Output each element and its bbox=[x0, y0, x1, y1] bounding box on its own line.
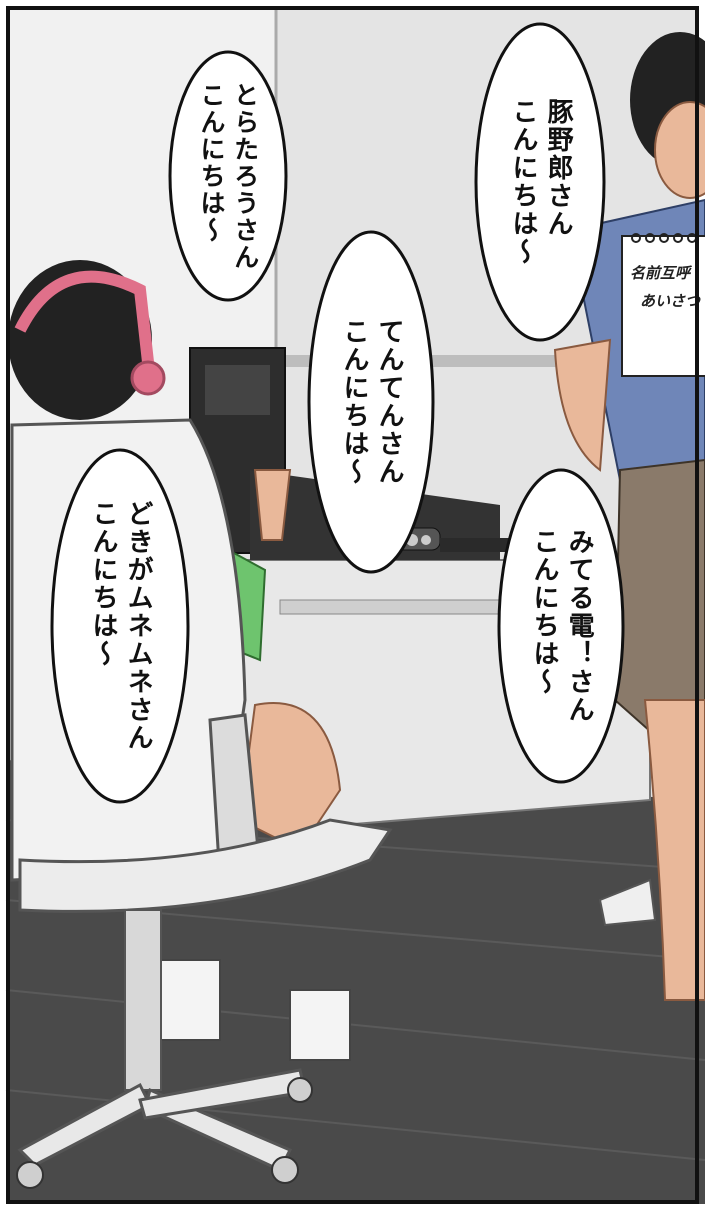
sign-line-1: 名前互呼 bbox=[630, 264, 691, 282]
bubble-text-dokiga: どきがムネムネさん こんにちは～ bbox=[88, 500, 154, 752]
sign-line-2: あいさつ bbox=[640, 292, 701, 310]
bubble-shape-butayarou bbox=[474, 22, 606, 342]
bubble-shape-miteruden bbox=[497, 468, 625, 784]
girl-hand bbox=[253, 469, 292, 541]
speech-bubble-tenten: てんてんさん こんにちは～ bbox=[309, 232, 433, 572]
chair-base bbox=[17, 1068, 307, 1172]
man-leg bbox=[643, 699, 705, 1001]
bubble-shape-tenten bbox=[307, 230, 435, 574]
sign-board bbox=[621, 235, 705, 377]
speech-bubble-toratarou: とらたろうさん こんにちは～ bbox=[170, 52, 286, 300]
sock-right bbox=[289, 989, 351, 1061]
speech-bubble-butayarou: 豚野郎さん こんにちは～ bbox=[476, 24, 604, 340]
bubble-text-tenten: てんてんさん こんにちは～ bbox=[339, 318, 405, 486]
bubble-text-toratarou: とらたろうさん こんにちは～ bbox=[197, 81, 260, 271]
bubble-shape-dokiga bbox=[50, 448, 190, 804]
bubble-text-miteruden: みてる電！さん こんにちは～ bbox=[529, 528, 595, 724]
speech-bubble-dokiga: どきがムネムネさん こんにちは～ bbox=[52, 450, 188, 802]
bubble-text-butayarou: 豚野郎さん こんにちは～ bbox=[508, 98, 574, 266]
headphones bbox=[14, 270, 156, 381]
chair-post bbox=[124, 909, 162, 1091]
speech-bubble-miteruden: みてる電！さん こんにちは～ bbox=[499, 470, 623, 782]
bubble-shape-toratarou bbox=[168, 50, 288, 302]
man-face bbox=[654, 101, 705, 199]
